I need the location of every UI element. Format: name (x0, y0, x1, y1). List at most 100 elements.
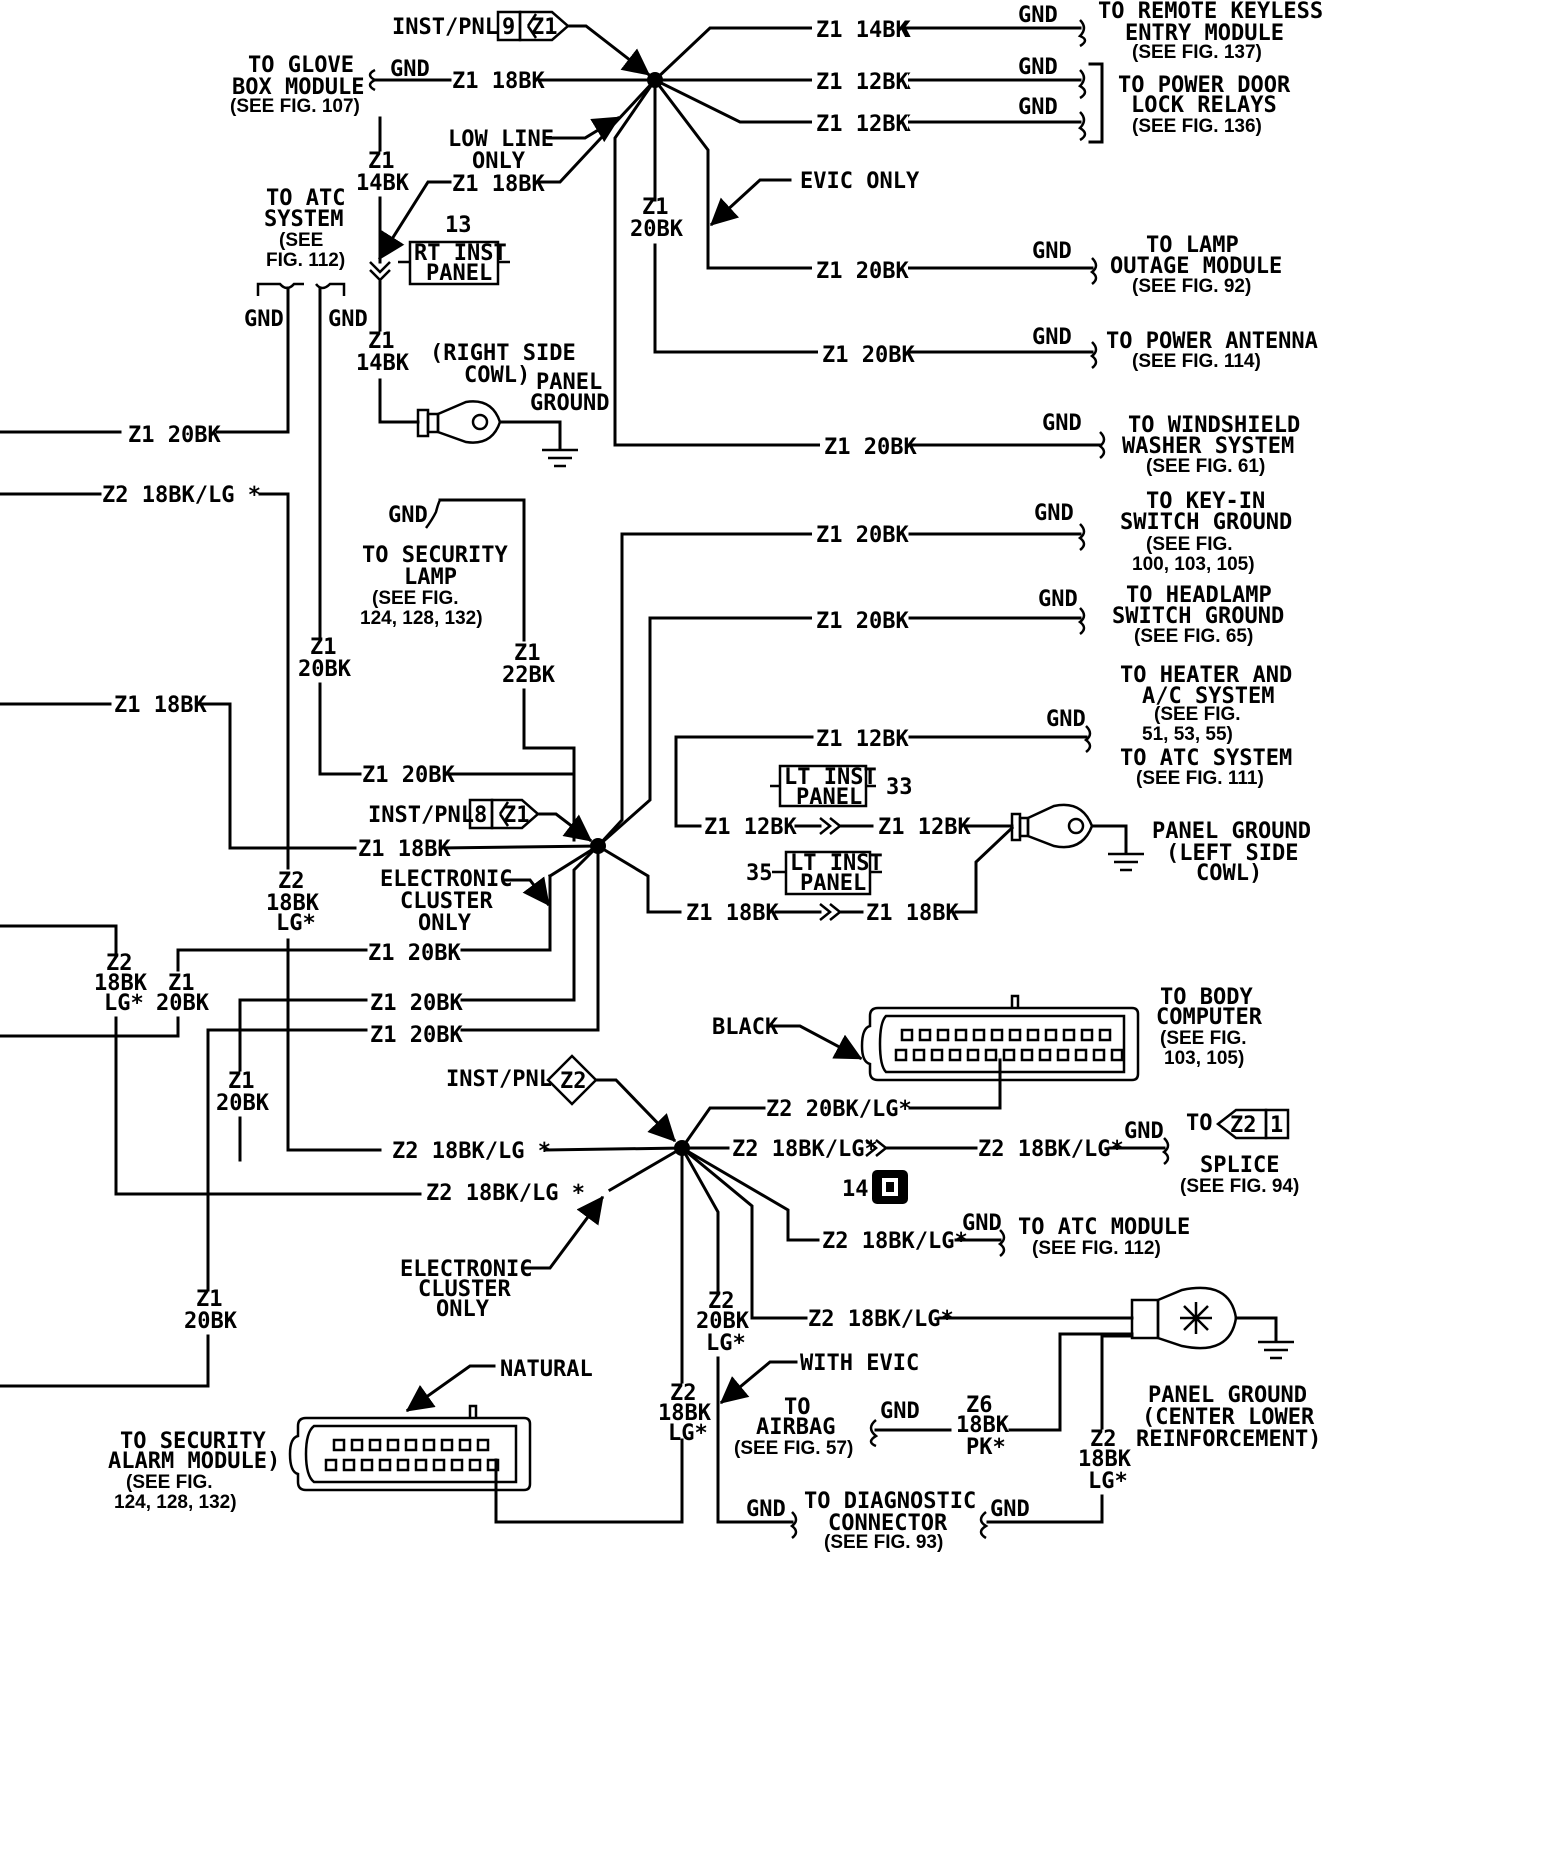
to-splice-label: TO (1186, 1111, 1213, 1136)
to-heater-ac-system: Z1 12BK GND TO HEATER AND A/C SYSTEM (SE… (674, 663, 1292, 828)
wire-z1-20bk-mid-a: Z1 20BK (362, 763, 455, 788)
heater-label-2: A/C SYSTEM (1142, 684, 1274, 709)
to-atc-system-top: TO ATC SYSTEM (SEE FIG. 112) GND GND (210, 186, 368, 642)
pdl-label-2: LOCK RELAYS (1131, 93, 1277, 118)
heater-label-1: TO HEATER AND (1120, 663, 1292, 688)
low-line-label-1: LOW LINE (448, 127, 554, 152)
body-computer-connector: BLACK TO BODY COMPUTER (SEE FIG. 103, 10… (712, 985, 1263, 1110)
security-alarm-pins-bottom (324, 1458, 500, 1472)
atc-gnd-b: GND (328, 307, 368, 332)
keyin-label-1: TO KEY-IN (1146, 489, 1265, 514)
lt-inst-35-label-2: PANEL (800, 871, 866, 896)
right-side-cowl-ground: (RIGHT SIDE COWL) PANEL GROUND (416, 341, 609, 468)
glove-box-label-1: TO GLOVE (248, 53, 354, 78)
inst-pnl-connector-z2: INST/PNL Z2 Z2 20BK/LG* Z2 18BK/LG * Z2 … (392, 1054, 912, 1206)
wire-z1-12bk-lt-a: Z1 12BK (704, 815, 797, 840)
sec-alarm-label-2: ALARM MODULE) (108, 1449, 280, 1474)
z2-v-d: Z2 (670, 1381, 697, 1406)
wire-z1-20bk-head: Z1 20BK (816, 609, 909, 634)
to-windshield-washer: Z1 20BK GND TO WINDSHIELD WASHER SYSTEM … (820, 411, 1300, 477)
bk18-z6: 18BK (956, 1413, 1010, 1438)
wire-z1-12bk-text-a: Z1 12BK (816, 70, 909, 95)
bk20-v-f: 20BK (696, 1309, 750, 1334)
inst-pnl-z2-label: INST/PNL (446, 1067, 552, 1092)
wire-z1-18bk-mid: Z1 18BK (358, 837, 451, 862)
low-line-only-callout: LOW LINE ONLY Z1 18BK (377, 115, 621, 261)
lt-inst-panel-33: LT INST PANEL 33 Z1 12BK Z1 12BK (704, 764, 1014, 840)
z1-14bk-bot-z1: Z1 (368, 329, 395, 354)
pdl-fig: (SEE FIG. 136) (1132, 116, 1262, 137)
z2-v-a: Z2 (278, 869, 305, 894)
gnd-sec-lamp: GND (388, 503, 428, 528)
wire-z1-20bk-mid-b: Z1 20BK (368, 941, 461, 966)
to-airbag: TO AIRBAG (SEE FIG. 57) GND Z6 18BK PK* (734, 1393, 1010, 1460)
pa-fig: (SEE FIG. 114) (1132, 351, 1261, 372)
z1-v-d: Z1 (228, 1069, 255, 1094)
airbag-label-1: TO (784, 1395, 811, 1420)
wire-z2-20bk-lg: Z2 20BK/LG* (766, 1097, 912, 1122)
panel-ground-label-2: GROUND (530, 391, 609, 416)
gnd-keyin: GND (1034, 501, 1074, 526)
to-atc-module: Z2 18BK/LG* GND TO ATC MODULE (SEE FIG. … (822, 1211, 1190, 1259)
wire-z1-18bk-low-line: Z1 18BK (452, 172, 545, 197)
connector-9-label: 9 (502, 15, 515, 40)
to-headlamp-switch-ground: Z1 20BK GND TO HEADLAMP SWITCH GROUND (S… (812, 583, 1284, 647)
evic-only-callout: EVIC ONLY (709, 169, 920, 227)
lt-inst-35-label-1: LT INST (790, 851, 883, 876)
pg-center-label-1: PANEL GROUND (1148, 1383, 1307, 1408)
to-power-antenna: Z1 20BK GND TO POWER ANTENNA (SEE FIG. 1… (818, 325, 1318, 372)
left-wires: Z1 20BK Z2 18BK/LG * Z1 18BK (0, 420, 357, 1038)
gnd-rke: GND (1018, 3, 1058, 28)
rke-fig: (SEE FIG. 137) (1132, 42, 1262, 63)
z1-20bk-vertical-left: Z1 20BK Z1 20BK (298, 635, 576, 788)
z1-vertical: Z1 (642, 195, 669, 220)
gnd-pdl-a: GND (1018, 55, 1058, 80)
splice-z2-right-label: Z2 (1230, 1113, 1257, 1138)
atc-sys-label: TO ATC SYSTEM (1120, 746, 1292, 771)
glove-box-label-2: BOX MODULE (232, 75, 364, 100)
connector-13-label: 13 (445, 213, 472, 238)
z1-22bk-a: Z1 (514, 641, 541, 666)
pg-center-label-2: (CENTER LOWER (1142, 1405, 1315, 1430)
splice-z1-label: Z1 (531, 15, 558, 40)
z2-right-bottom: Z2 18BK LG* (986, 1427, 1132, 1524)
z6-label: Z6 (966, 1393, 993, 1418)
z1-14bk-top-bk: 14BK (356, 171, 410, 196)
elec-cluster-a-3: ONLY (418, 911, 472, 936)
sec-lamp-label-4: 124, 128, 132) (360, 608, 483, 629)
elec-cluster-b-2: CLUSTER (418, 1277, 511, 1302)
to-lamp-outage-module: Z1 20BK GND TO LAMP OUTAGE MODULE (SEE F… (812, 233, 1282, 297)
connector-33-label: 33 (886, 775, 913, 800)
z1-22bk-b: 22BK (502, 663, 556, 688)
head-label-2: SWITCH GROUND (1112, 604, 1284, 629)
connector-14: 14 (842, 1170, 908, 1204)
wire-z1-12bk-heater: Z1 12BK (816, 727, 909, 752)
lg-v-a: LG* (276, 911, 316, 936)
z1-v-left: Z1 (310, 635, 337, 660)
diag-label-1: TO DIAGNOSTIC (804, 1489, 976, 1514)
rt-inst-label-2: PANEL (426, 261, 492, 286)
pa-label: TO POWER ANTENNA (1106, 329, 1318, 354)
lt-inst-33-label-2: PANEL (796, 785, 862, 810)
lt-inst-33-label-1: LT INST (784, 765, 877, 790)
gnd-diag-b: GND (990, 1497, 1030, 1522)
inst-pnl-connector-8: INST/PNL 8 Z1 Z1 18BK (358, 798, 593, 862)
electronic-cluster-callout-a: ELECTRONIC CLUSTER ONLY (380, 867, 551, 936)
sec-alarm-label-4: 124, 128, 132) (114, 1492, 237, 1513)
with-evic-label: WITH EVIC (800, 1351, 919, 1376)
splice-z2-bottom (494, 1106, 820, 1524)
wire-z1-12bk-text-b: Z1 12BK (816, 112, 909, 137)
pg-left-label-2: (LEFT SIDE (1166, 841, 1298, 866)
body-label-2: COMPUTER (1156, 1005, 1263, 1030)
keyin-label-2: SWITCH GROUND (1120, 510, 1292, 535)
pg-left-label-1: PANEL GROUND (1152, 819, 1311, 844)
connector-14-label: 14 (842, 1177, 869, 1202)
z2-to-splice: Z2 18BK/LG* Z2 18BK/LG* GND TO Z2 1 SPLI… (732, 1108, 1299, 1197)
z1-14bk-top-z1: Z1 (368, 149, 395, 174)
wire-z1-20bk-ws: Z1 20BK (824, 435, 917, 460)
pk-star: PK* (966, 1435, 1006, 1460)
natural-label: NATURAL (500, 1357, 593, 1382)
z1-v-c: Z1 (168, 971, 195, 996)
connector-1-label: 1 (1270, 1113, 1283, 1138)
